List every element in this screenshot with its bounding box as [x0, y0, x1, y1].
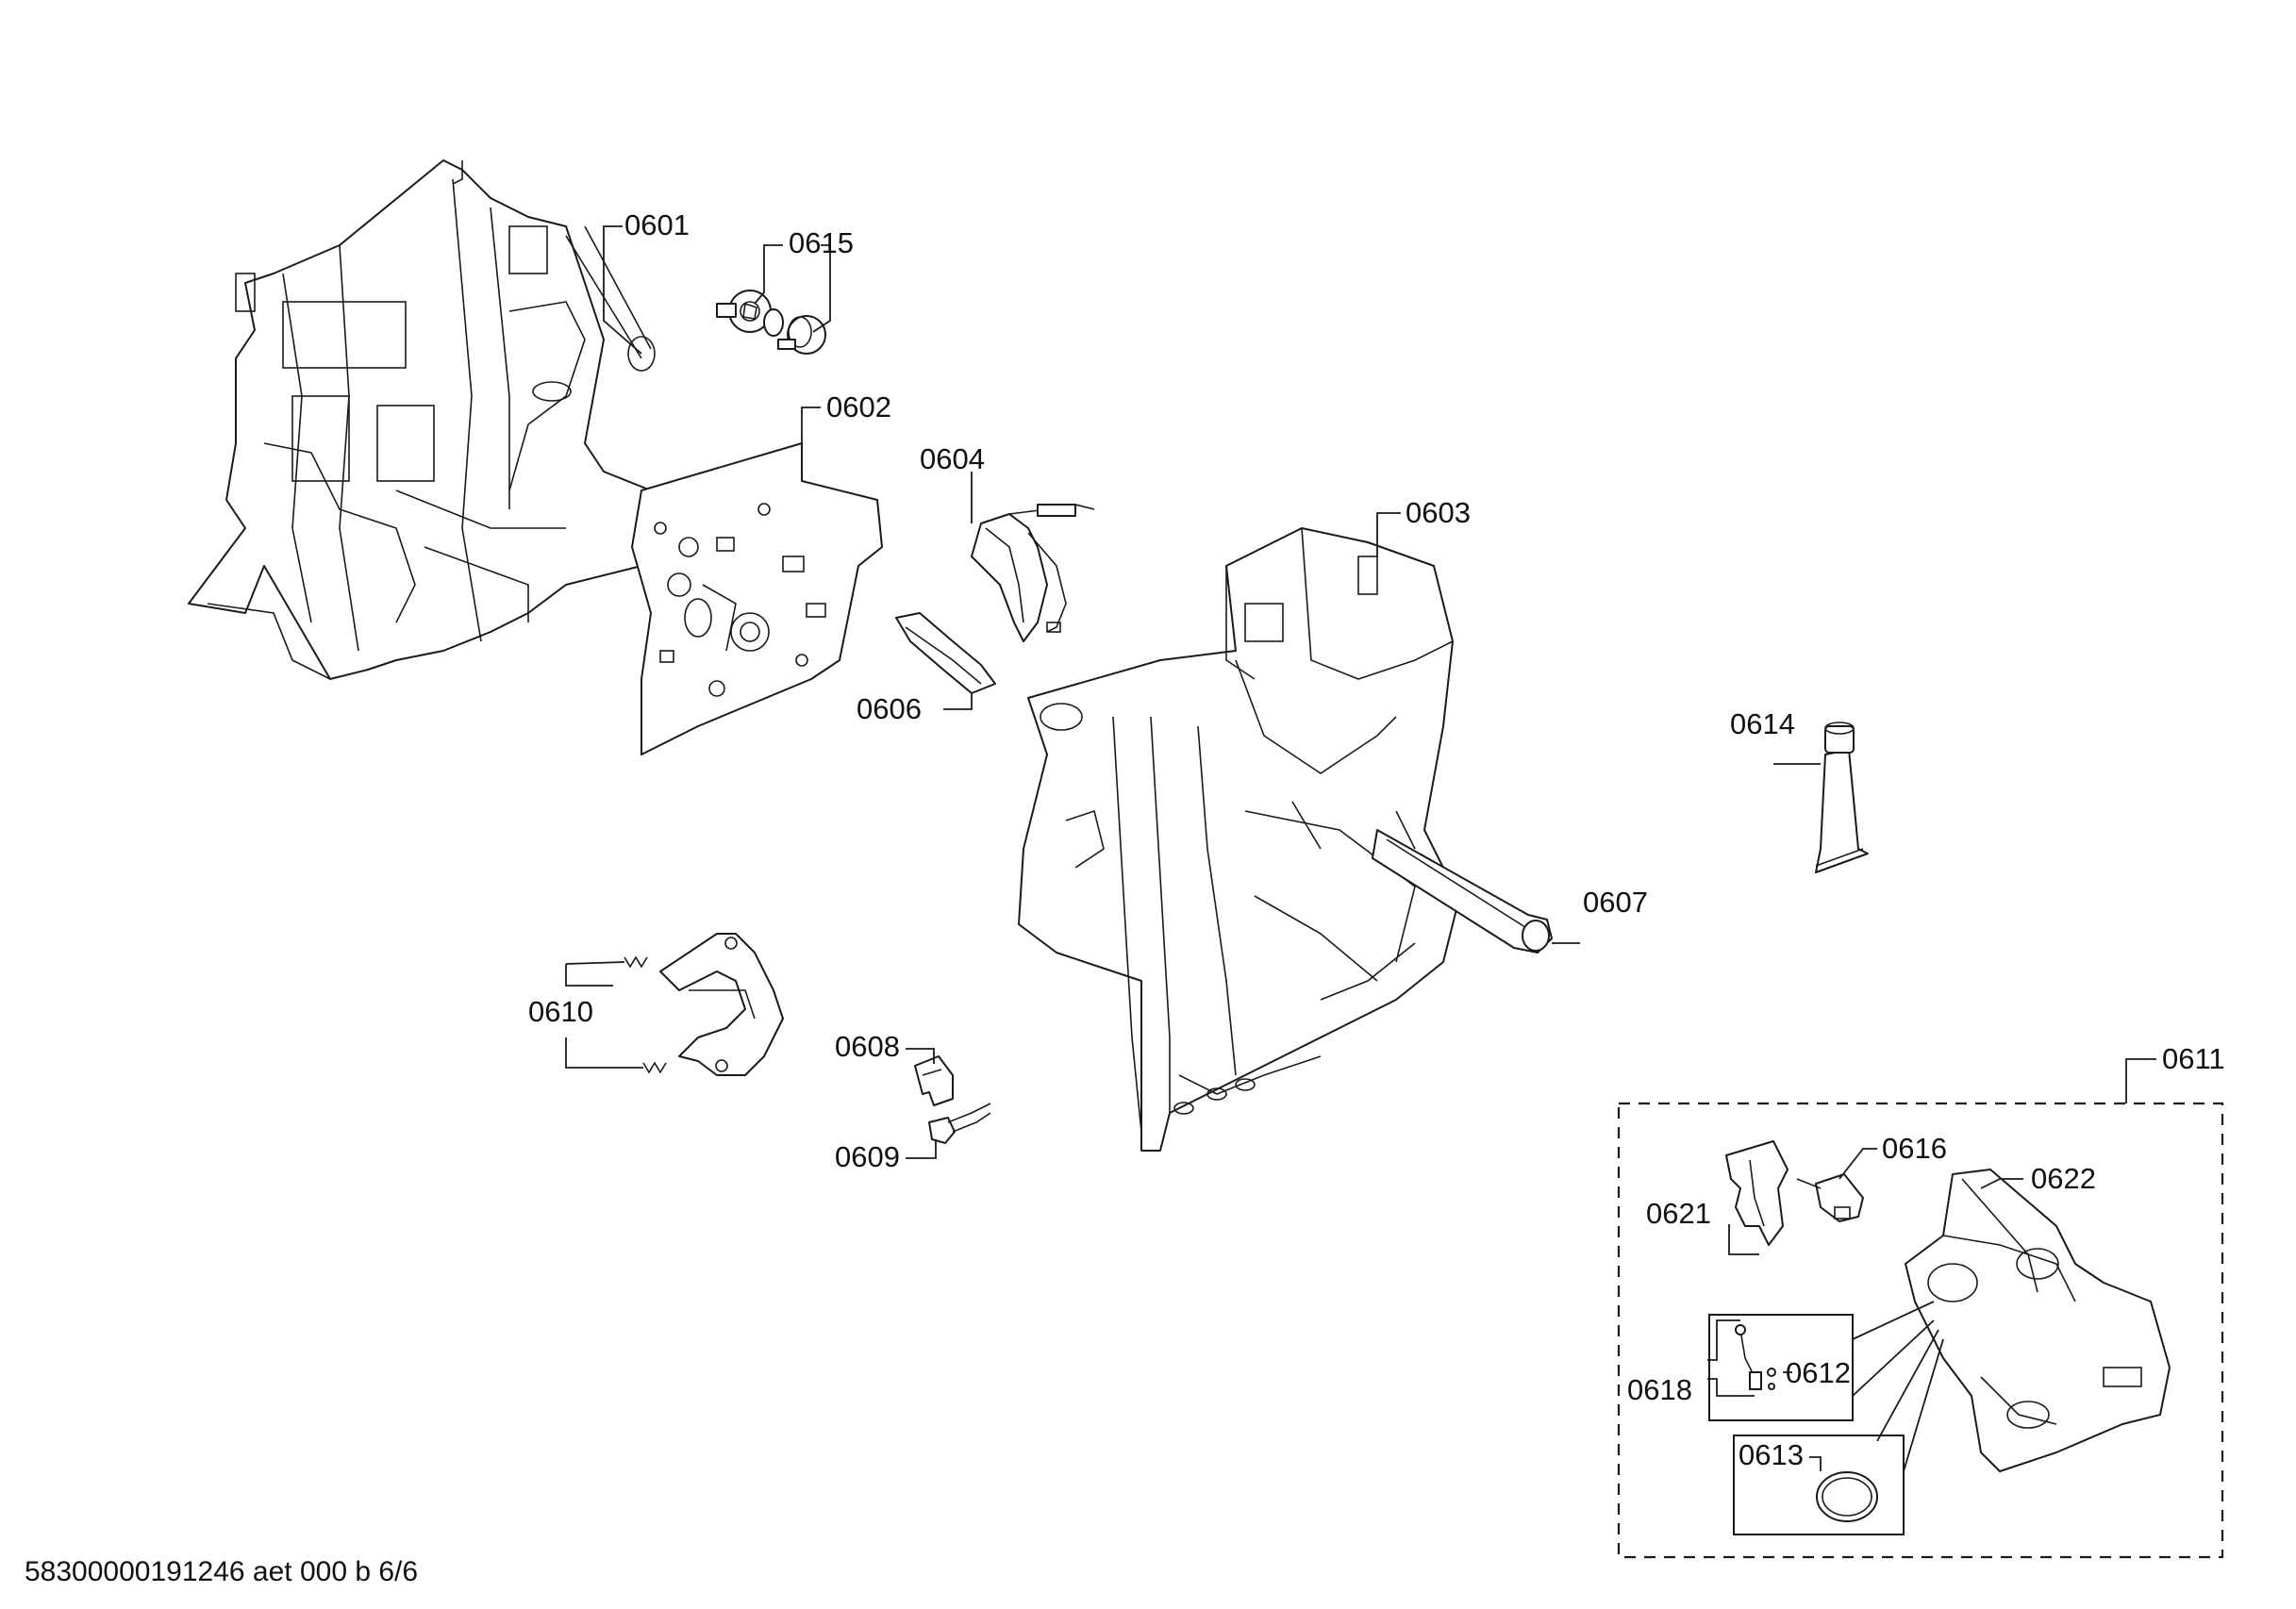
label-0612: 0612 [1786, 1356, 1851, 1389]
part-0612-clip [1767, 1368, 1776, 1390]
label-0607: 0607 [1583, 886, 1648, 919]
label-0602: 0602 [826, 390, 891, 423]
part-0609-sensor [928, 1103, 991, 1144]
part-0606-lever [895, 612, 996, 694]
document-id: 58300000191246 aet 000 b 6/6 [25, 1556, 418, 1587]
label-0614: 0614 [1730, 707, 1795, 740]
label-0606: 0606 [857, 692, 922, 725]
label-0615: 0615 [789, 226, 854, 259]
label-0609: 0609 [835, 1140, 900, 1173]
box-0612-0618 [1708, 1314, 1854, 1421]
part-0608-clip [914, 1055, 954, 1106]
part-0613-gasket [1816, 1471, 1878, 1522]
label-0621: 0621 [1646, 1197, 1711, 1230]
label-0618: 0618 [1627, 1373, 1692, 1406]
label-0604: 0604 [920, 442, 985, 475]
part-0602-panel-plate [631, 442, 883, 755]
part-0616-pin [1796, 1173, 1864, 1222]
assembly-0611-dashed-frame [1617, 1102, 2224, 1559]
part-0604-switch [971, 504, 1095, 642]
label-0613: 0613 [1739, 1438, 1804, 1471]
part-0621-lever [1725, 1140, 1789, 1246]
label-0616: 0616 [1882, 1132, 1947, 1165]
part-0614-grease-tube [1815, 722, 1869, 873]
part-0601-left-frame [188, 159, 656, 680]
part-0615-knob [716, 290, 826, 355]
label-0622: 0622 [2031, 1162, 2096, 1195]
label-0610: 0610 [528, 995, 593, 1028]
label-0601: 0601 [624, 208, 690, 241]
part-0603-main-housing [1018, 527, 1458, 1152]
part-0622-brew-unit [1905, 1169, 2171, 1472]
part-0618-screw [1735, 1324, 1762, 1390]
part-0610-bracket [624, 933, 784, 1076]
label-0603: 0603 [1406, 496, 1471, 529]
label-0611: 0611 [2162, 1042, 2225, 1075]
leader-lines [565, 225, 2156, 1472]
box-0613 [1733, 1435, 1905, 1535]
label-0608: 0608 [835, 1030, 900, 1063]
part-0607-spout-rail [1372, 829, 1553, 954]
